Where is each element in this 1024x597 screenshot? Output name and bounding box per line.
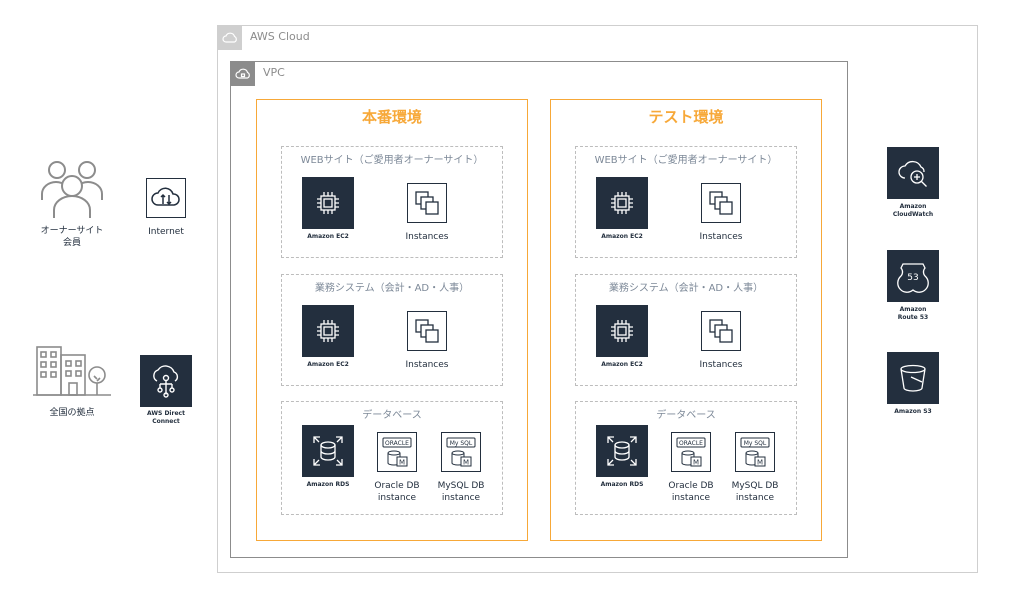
instances-icon — [701, 183, 741, 223]
mysql-db-label: MySQL DB instance — [731, 481, 779, 503]
environment-production: 本番環境 — [256, 99, 528, 541]
tier-title: データベース — [656, 410, 716, 421]
route53-label: Amazon Route 53 — [897, 306, 929, 321]
instances-label: Instances — [699, 360, 743, 370]
rds-label: Amazon RDS — [600, 481, 644, 488]
mysql-db-icon: My SQL M — [735, 432, 775, 472]
aws-cloud-group: AWS Cloud — [217, 25, 978, 573]
office-buildings-icon — [33, 345, 111, 397]
instances-label: Instances — [699, 232, 743, 242]
offices-label: 全国の拠点 — [49, 408, 95, 418]
ec2-icon — [596, 305, 648, 357]
rds-icon — [302, 425, 354, 477]
direct-connect-label: AWS Direct Connect — [147, 410, 185, 425]
instances-icon — [407, 183, 447, 223]
oracle-badge-text: ORACLE — [385, 440, 409, 447]
route53-icon: 53 — [887, 250, 939, 302]
tier-database: データベース — [281, 401, 503, 515]
tier-web: WEBサイト（ご愛用者オーナーサイト） — [575, 146, 797, 258]
s3-bucket-icon — [887, 352, 939, 404]
instances-label: Instances — [405, 232, 449, 242]
cloudwatch-icon — [887, 147, 939, 199]
s3-label: Amazon S3 — [894, 408, 932, 415]
oracle-db-icon: ORACLE M — [671, 432, 711, 472]
cloudwatch-label: Amazon CloudWatch — [892, 203, 934, 218]
tier-business: 業務システム（会計・AD・人事） — [575, 274, 797, 386]
mysql-badge-text: My SQL — [450, 440, 473, 447]
ec2-label: Amazon EC2 — [307, 361, 349, 368]
oracle-db-label: Oracle DB instance — [374, 481, 420, 503]
mysql-badge-text: My SQL — [744, 440, 767, 447]
internet-label: Internet — [148, 227, 184, 237]
vpc-label: VPC — [263, 66, 285, 79]
ec2-icon — [596, 177, 648, 229]
users-label: オーナーサイト 会員 — [40, 226, 104, 248]
instances-icon — [407, 311, 447, 351]
svg-text:M: M — [399, 459, 405, 467]
ec2-icon — [302, 177, 354, 229]
cloud-icon — [218, 26, 242, 50]
users-icon — [40, 158, 104, 218]
ec2-label: Amazon EC2 — [307, 233, 349, 240]
tier-business: 業務システム（会計・AD・人事） — [281, 274, 503, 386]
oracle-db-icon: ORACLE M — [377, 432, 417, 472]
mysql-db-label: MySQL DB instance — [437, 481, 485, 503]
environment-test: テスト環境 — [550, 99, 822, 541]
svg-text:M: M — [463, 459, 469, 467]
tier-title: 業務システム（会計・AD・人事） — [314, 283, 470, 294]
tier-title: WEBサイト（ご愛用者オーナーサイト） — [300, 155, 484, 166]
direct-connect-icon — [140, 355, 192, 407]
tier-title: 業務システム（会計・AD・人事） — [608, 283, 764, 294]
instances-icon — [701, 311, 741, 351]
oracle-db-label: Oracle DB instance — [668, 481, 714, 503]
route53-badge-text: 53 — [907, 273, 918, 283]
svg-text:M: M — [757, 459, 763, 467]
tier-title: WEBサイト（ご愛用者オーナーサイト） — [594, 155, 778, 166]
ec2-label: Amazon EC2 — [601, 233, 643, 240]
tier-web: WEBサイト（ご愛用者オーナーサイト） — [281, 146, 503, 258]
internet-icon — [146, 178, 186, 218]
instances-label: Instances — [405, 360, 449, 370]
environment-title: テスト環境 — [648, 108, 724, 126]
svg-text:M: M — [693, 459, 699, 467]
vpc-cloud-lock-icon — [231, 62, 255, 86]
vpc-group: VPC — [230, 61, 848, 558]
rds-label: Amazon RDS — [306, 481, 350, 488]
ec2-label: Amazon EC2 — [601, 361, 643, 368]
tier-title: データベース — [362, 410, 422, 421]
environment-title: 本番環境 — [361, 108, 422, 126]
rds-icon — [596, 425, 648, 477]
aws-cloud-label: AWS Cloud — [250, 30, 310, 43]
mysql-db-icon: My SQL M — [441, 432, 481, 472]
tier-database: データベース — [575, 401, 797, 515]
oracle-badge-text: ORACLE — [679, 440, 703, 447]
ec2-icon — [302, 305, 354, 357]
